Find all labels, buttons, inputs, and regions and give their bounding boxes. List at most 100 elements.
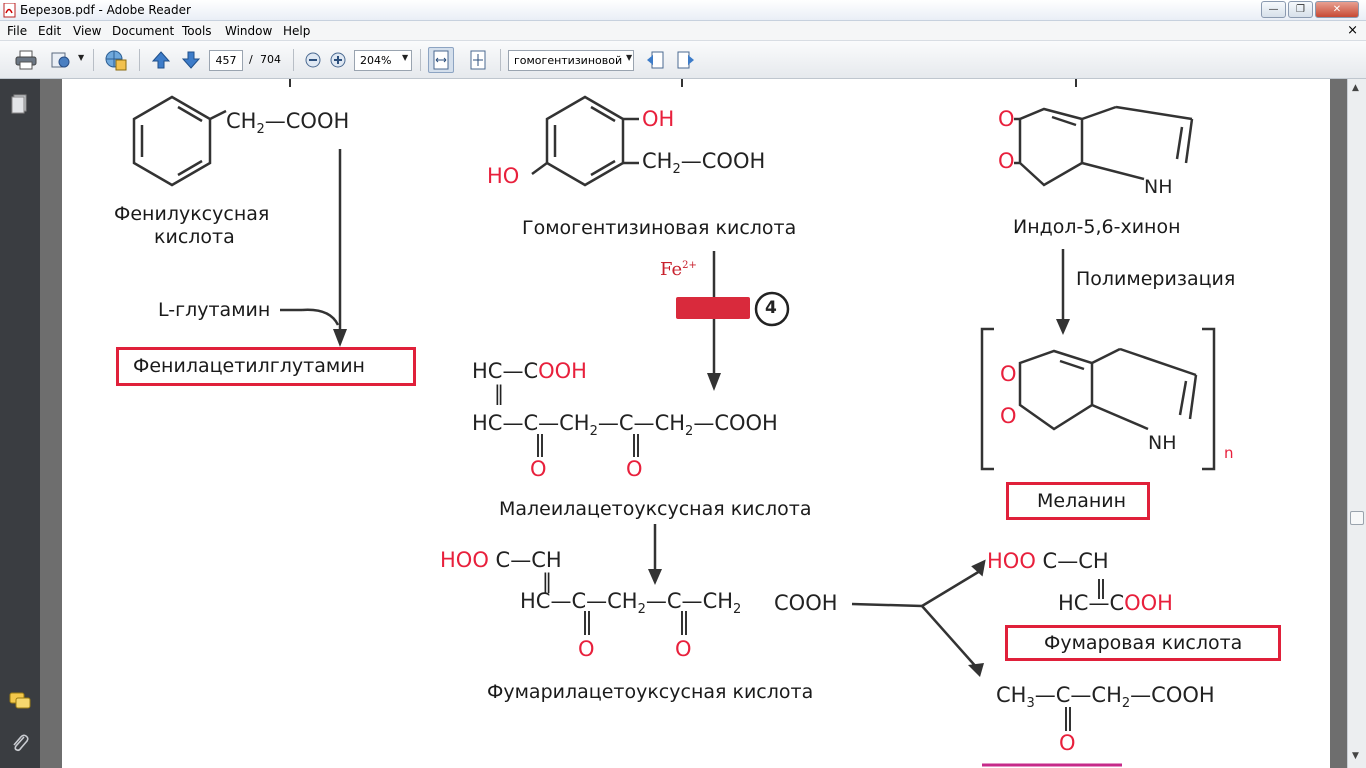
close-document-icon[interactable]: × — [1347, 23, 1358, 38]
zoom-dropdown-arrow[interactable]: ▼ — [402, 53, 409, 62]
window-title: Березов.pdf - Adobe Reader — [20, 3, 191, 17]
page-separator: / — [249, 53, 253, 66]
share-icon — [51, 52, 70, 68]
polymerization-label: Полимеризация — [1076, 268, 1236, 290]
fumaric-top: HOO C—CH — [987, 549, 1109, 573]
maleylacetoacetic-top: HC—COOH — [472, 359, 587, 383]
fumarylacetoacetic-chain: HC—C—CH2—C—CH2 — [520, 589, 742, 618]
pdf-page[interactable]: CH2—COOH Фенилуксусная кислота L-глутами… — [62, 79, 1330, 768]
split-cooh: COOH — [774, 591, 838, 615]
fumaric-acid-box: Фумаровая кислота — [1005, 625, 1281, 661]
homogentisic-ho: HO — [487, 164, 520, 188]
phenylacetic-acid-label-line2: кислота — [154, 226, 235, 248]
melanin-subscript-n: n — [1224, 444, 1234, 462]
find-previous-button[interactable] — [642, 47, 668, 73]
melanin-nh: NH — [1148, 432, 1177, 454]
menu-view[interactable]: View — [73, 24, 102, 38]
next-page-button[interactable] — [178, 47, 204, 73]
previous-page-button[interactable] — [148, 47, 174, 73]
zoom-in-icon — [330, 52, 346, 68]
menu-document[interactable]: Document — [112, 24, 175, 38]
acetoacetic-o: O — [1059, 731, 1076, 755]
share-button[interactable] — [48, 47, 74, 73]
toolbar-separator — [93, 49, 94, 71]
indole-quinone-label: Индол-5,6-хинон — [1013, 216, 1181, 238]
find-input[interactable]: гомогентизиновой — [508, 50, 634, 71]
find-next-button[interactable] — [673, 47, 699, 73]
phenylacetylglutamine-box: Фенилацетилглутамин — [116, 347, 416, 386]
printer-icon — [15, 50, 37, 70]
scroll-up-icon[interactable]: ▲ — [1352, 83, 1359, 93]
melanin-o1: O — [1000, 362, 1017, 386]
menu-window[interactable]: Window — [225, 24, 273, 38]
close-button[interactable]: ✕ — [1315, 1, 1359, 18]
indole-quinone-nh: NH — [1144, 176, 1173, 198]
share-dropdown-arrow[interactable]: ▼ — [78, 53, 85, 62]
zoom-level-select[interactable]: 204% — [354, 50, 412, 71]
phenylacetic-formula: CH2—COOH — [226, 109, 350, 138]
enzyme-number: 4 — [765, 298, 777, 318]
fit-width-button[interactable] — [428, 47, 454, 73]
find-dropdown-arrow[interactable]: ▼ — [626, 53, 633, 62]
melanin-o2: O — [1000, 404, 1017, 428]
toolbar-separator — [500, 49, 501, 71]
menu-help[interactable]: Help — [283, 24, 311, 38]
arrow-down-icon — [181, 51, 201, 69]
menu-tools[interactable]: Tools — [182, 24, 212, 38]
fumarylacetoacetic-o1: O — [578, 637, 595, 661]
menu-bar: File Edit View Document Tools Window Hel… — [0, 21, 1366, 41]
fumarylacetoacetic-top: HOO C—CH — [440, 548, 562, 572]
melanin-box: Меланин — [1006, 482, 1150, 520]
toolbar-separator — [420, 49, 421, 71]
review-button[interactable] — [103, 47, 129, 73]
fumarylacetoacetic-double-bond: ‖ — [542, 569, 552, 593]
homogentisic-acid-label: Гомогентизиновая кислота — [522, 217, 797, 239]
phenylacetic-acid-label: Фенилуксусная — [114, 203, 270, 225]
menu-file[interactable]: File — [7, 24, 28, 38]
maleylacetoacetic-acid-label: Малеилацетоуксусная кислота — [499, 498, 812, 520]
toolbar-separator — [293, 49, 294, 71]
navigation-panel — [0, 79, 40, 768]
maximize-button[interactable]: ❐ — [1288, 1, 1313, 18]
maleylacetoacetic-o2: O — [626, 457, 643, 481]
indole-quinone-structure — [1014, 105, 1194, 187]
fit-page-icon — [470, 50, 486, 70]
iron-cofactor-label: Fe2+ — [660, 259, 697, 280]
fumarylacetoacetic-o2: O — [675, 637, 692, 661]
paperclip-icon[interactable] — [9, 732, 31, 754]
diagram-graphics — [132, 79, 1216, 767]
comments-icon[interactable] — [9, 690, 31, 712]
vertical-scrollbar[interactable]: ▲ ▼ — [1347, 79, 1366, 768]
toolbar-separator — [139, 49, 140, 71]
l-glutamine-label: L-глутамин — [158, 299, 271, 321]
homogentisic-ring — [531, 95, 639, 187]
scroll-down-icon[interactable]: ▼ — [1352, 751, 1359, 761]
melanin-structure — [1018, 347, 1198, 431]
fit-width-icon — [433, 50, 449, 70]
scrollbar-thumb[interactable] — [1350, 511, 1364, 525]
globe-icon — [105, 50, 127, 71]
pages-icon[interactable] — [9, 93, 31, 115]
toolbar: ▼ 457 / 704 204% ▼ — [0, 41, 1366, 79]
indole-quinone-o1: O — [998, 107, 1015, 131]
zoom-out-icon — [305, 52, 321, 68]
adobe-reader-icon — [3, 3, 16, 18]
find-previous-icon — [647, 51, 664, 69]
homogentisic-side-chain: CH2—COOH — [642, 149, 766, 178]
maleylacetoacetic-chain: HC—C—CH2—C—CH2—COOH — [472, 411, 778, 440]
minimize-button[interactable]: — — [1261, 1, 1286, 18]
print-button[interactable] — [13, 47, 39, 73]
benzene-ring — [132, 95, 227, 187]
fumaric-bottom: HC—COOH — [1058, 591, 1173, 615]
zoom-out-button[interactable] — [300, 47, 326, 73]
fit-page-button[interactable] — [465, 47, 491, 73]
menu-edit[interactable]: Edit — [38, 24, 62, 38]
title-bar: Березов.pdf - Adobe Reader — ❐ ✕ — [0, 0, 1366, 21]
zoom-in-button[interactable] — [325, 47, 351, 73]
indole-quinone-o2: O — [998, 149, 1015, 173]
acetoacetic-chain: CH3—C—CH2—COOH — [996, 683, 1215, 712]
page-number-input[interactable]: 457 — [209, 50, 243, 71]
arrow-up-icon — [151, 51, 171, 69]
fumarylacetoacetic-acid-label: Фумарилацетоуксусная кислота — [487, 681, 814, 703]
maleylacetoacetic-o1: O — [530, 457, 547, 481]
